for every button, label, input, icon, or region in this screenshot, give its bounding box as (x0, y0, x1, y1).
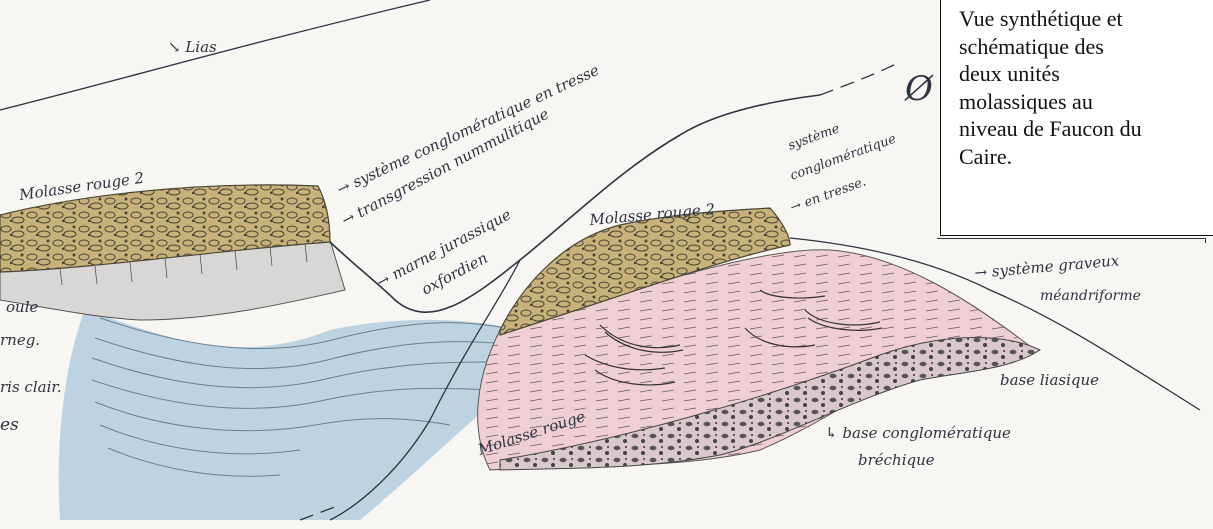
caption-underline (937, 238, 1206, 243)
label-edge-3: ris clair. (0, 378, 62, 396)
label-phi: Ø (904, 69, 934, 109)
label-systeme-right-1: système (786, 121, 842, 154)
label-lias: ↘ Lias (168, 38, 217, 56)
label-meandriforme: méandriforme (1040, 288, 1141, 304)
label-base-liasique: base liasique (1000, 371, 1099, 389)
label-systeme-graveux: → système graveux (974, 251, 1121, 282)
label-edge-4: es (0, 415, 19, 435)
caption-box: Vue synthétique et schématique des deux … (940, 0, 1213, 236)
label-brechique: bréchique (858, 451, 935, 469)
label-edge-1: oule (6, 298, 38, 316)
label-systeme-conglomeratique: → système conglomératique en tresse (334, 61, 602, 199)
label-edge-2: rneg. (0, 331, 40, 349)
label-base-conglomeratique: ↳ base conglomératique (825, 424, 1011, 442)
